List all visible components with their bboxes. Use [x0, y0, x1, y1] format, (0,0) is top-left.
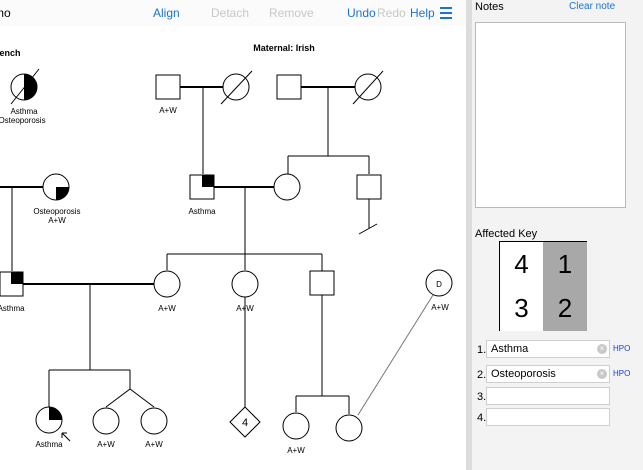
- woman-node[interactable]: [153, 270, 181, 298]
- hpo-link[interactable]: HPO: [613, 344, 631, 353]
- paternal-header: rench: [0, 48, 21, 58]
- key-row-number: 3.: [477, 391, 487, 403]
- key-cell-1: 1: [543, 242, 587, 287]
- help-button[interactable]: Help: [410, 6, 435, 20]
- notes-title: Notes: [475, 1, 504, 13]
- panel-divider[interactable]: [466, 0, 472, 470]
- label: Asthma: [10, 107, 38, 116]
- maternal-grandmother-right[interactable]: [352, 70, 384, 105]
- maternal-grandfather-right[interactable]: [276, 74, 302, 100]
- label: A+W: [236, 304, 254, 313]
- proband-node[interactable]: [35, 406, 71, 442]
- multiple-individuals-node[interactable]: 4: [229, 406, 261, 438]
- maternal-grandfather-left[interactable]: [155, 74, 181, 100]
- hpo-link[interactable]: HPO: [613, 369, 631, 378]
- maternal-header: Maternal: Irish: [253, 43, 315, 53]
- clear-note-button[interactable]: Clear note: [569, 1, 616, 12]
- affected-key-grid: 4 1 3 2: [499, 241, 587, 331]
- app-title: mo: [0, 6, 11, 20]
- maternal-grandmother-left[interactable]: [220, 70, 253, 105]
- label: Osteoporosis: [33, 207, 80, 216]
- affected-key-title: Affected Key: [475, 228, 538, 240]
- label: Osteoporosis: [0, 116, 46, 125]
- label: A+W: [287, 446, 305, 455]
- key-row-number: 2.: [477, 369, 487, 381]
- label: D: [436, 280, 442, 289]
- notes-textarea[interactable]: [475, 22, 626, 208]
- toolbar: mo Align Detach Remove Undo Redo Help: [0, 0, 466, 26]
- maternal-uncle-node[interactable]: [356, 174, 382, 200]
- label: A+W: [145, 440, 163, 449]
- key-row-number: 1.: [477, 344, 487, 356]
- twin-2-node[interactable]: [140, 407, 168, 435]
- detach-button[interactable]: Detach: [211, 6, 250, 20]
- label: A+W: [431, 303, 449, 312]
- label: A+W: [158, 304, 176, 313]
- paternal-woman-node[interactable]: [10, 68, 40, 105]
- affected-condition-2-field[interactable]: Osteoporosis: [486, 365, 610, 383]
- hamburger-menu-icon[interactable]: [440, 7, 452, 19]
- key-cell-4: 4: [500, 242, 544, 287]
- twin-1-node[interactable]: [92, 407, 120, 435]
- remove-button[interactable]: Remove: [269, 6, 314, 20]
- mother-node[interactable]: [273, 173, 301, 201]
- key-row-number: 4.: [477, 412, 487, 424]
- label: Asthma: [0, 304, 25, 313]
- clear-field-icon[interactable]: ×: [597, 369, 607, 379]
- affected-condition-1-field[interactable]: Asthma: [486, 340, 610, 358]
- label: Asthma: [35, 440, 63, 449]
- donor-node[interactable]: [425, 269, 453, 297]
- pedigree-diagram[interactable]: 4 rench Maternal: Irish Asthma Osteoporo…: [0, 0, 466, 470]
- sibling-node[interactable]: [231, 270, 259, 298]
- label: Asthma: [188, 207, 216, 216]
- label: A+W: [48, 216, 66, 225]
- align-button[interactable]: Align: [153, 6, 180, 20]
- undo-button[interactable]: Undo: [347, 6, 376, 20]
- affected-condition-3-field[interactable]: [486, 387, 610, 405]
- left-man-node[interactable]: [0, 271, 24, 297]
- clear-field-icon[interactable]: ×: [597, 344, 607, 354]
- label: A+W: [159, 106, 177, 115]
- key-cell-2: 2: [543, 286, 587, 331]
- grandmother-osteoporosis-node[interactable]: [42, 173, 70, 201]
- brother-node[interactable]: [309, 270, 335, 296]
- bottom-left-child-node[interactable]: [282, 412, 310, 440]
- multiple-count: 4: [242, 417, 248, 429]
- father-node[interactable]: [189, 174, 215, 200]
- label: A+W: [97, 440, 115, 449]
- key-cell-3: 3: [500, 286, 544, 331]
- bottom-right-child-node[interactable]: [335, 414, 363, 442]
- affected-condition-4-field[interactable]: [486, 408, 610, 426]
- redo-button[interactable]: Redo: [377, 6, 406, 20]
